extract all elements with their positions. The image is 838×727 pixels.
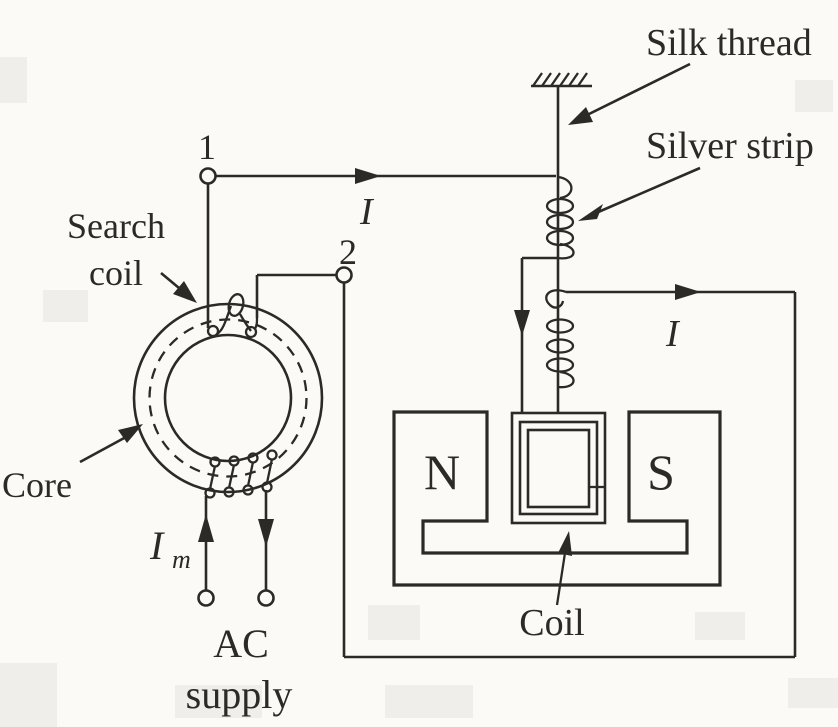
silver-strip-label: Silver strip [646,125,814,167]
pole-s-label: S [647,444,675,500]
moving-coil [510,411,607,525]
current-arrow-top [355,168,381,184]
search-coil-pointer [160,272,197,303]
silk-thread-pointer [568,62,691,125]
im-arrow-up [198,514,214,542]
svg-text:AC: AC [213,621,269,666]
im-label: I m [149,523,191,574]
coil-lead-left [514,256,557,413]
svg-text:Search: Search [67,206,165,246]
svg-text:I: I [149,523,165,568]
upper-silver-strip-spring [545,175,575,260]
current-arrow-down [514,310,530,336]
ac-terminal-right [257,589,275,607]
lower-silver-strip-spring [545,289,575,389]
ceiling-support [531,72,592,88]
svg-text:m: m [172,545,191,574]
silver-strip-pointer [578,166,701,221]
magnet: N S [392,410,722,587]
current-label-top: I [359,191,375,233]
ac-supply-leads [197,490,275,607]
pole-n-label: N [424,444,460,500]
core-pointer [79,424,143,464]
ac-supply-label: AC supply [186,621,293,717]
search-coil-label: Search coil [67,206,165,293]
current-arrow-right [675,284,701,300]
ac-terminal-left [197,589,215,607]
coil-pointer [555,531,572,606]
terminal-1 [199,167,217,328]
toroid-core [132,302,324,494]
wire-terminal1-to-thread [216,168,556,184]
current-label-right: I [665,313,681,355]
search-coil-winding [206,293,259,339]
terminal-1-label: 1 [198,127,216,167]
coil-label: Coil [519,602,584,644]
silk-thread-label: Silk thread [646,22,812,64]
svg-text:supply: supply [186,672,293,717]
scan-artifacts [0,57,838,727]
core-label: Core [2,465,72,505]
wire-return-loop [342,283,797,659]
return-arrow-down [258,519,274,547]
terminal-2-label: 2 [339,232,357,272]
terminal-2 [255,266,353,318]
svg-text:coil: coil [89,253,143,293]
